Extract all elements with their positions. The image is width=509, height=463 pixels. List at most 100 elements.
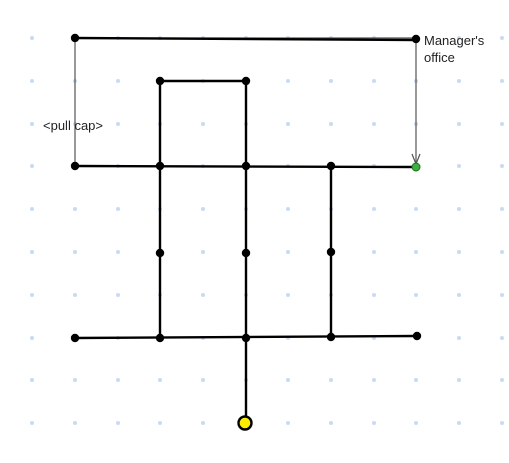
grid-dot xyxy=(500,207,504,211)
node[interactable] xyxy=(326,247,336,257)
grid-dot xyxy=(30,79,34,83)
grid-dot xyxy=(30,378,34,382)
grid-dot xyxy=(457,36,461,40)
grid-dot xyxy=(286,250,290,254)
grid-dot xyxy=(286,293,290,297)
node[interactable] xyxy=(241,161,251,171)
grid-dot xyxy=(116,378,120,382)
node[interactable] xyxy=(70,33,80,43)
grid-dot xyxy=(329,421,333,425)
grid-dot xyxy=(30,164,34,168)
grid-dot xyxy=(30,336,34,340)
grid-dot xyxy=(116,293,120,297)
grid-dot xyxy=(372,122,376,126)
grid-dot xyxy=(73,250,77,254)
grid-dot xyxy=(73,421,77,425)
grid-dot xyxy=(457,336,461,340)
node[interactable] xyxy=(155,76,165,86)
grid-dot xyxy=(116,250,120,254)
grid-dot xyxy=(500,36,504,40)
grid-dot xyxy=(201,293,205,297)
grid-dot xyxy=(372,250,376,254)
grid-dot xyxy=(201,250,205,254)
grid-dot xyxy=(414,207,418,211)
grid-dot xyxy=(372,378,376,382)
grid-dots xyxy=(30,36,504,425)
label-manager-office-line1: Manager's xyxy=(424,33,485,48)
grid-dot xyxy=(500,293,504,297)
grid-dot xyxy=(158,378,162,382)
grid-dot xyxy=(500,336,504,340)
nodes xyxy=(70,33,422,343)
node[interactable] xyxy=(241,76,251,86)
grid-dot xyxy=(457,207,461,211)
node[interactable] xyxy=(70,333,80,343)
wire-top-run xyxy=(73,36,418,42)
grid-dot xyxy=(457,79,461,83)
grid-dot xyxy=(30,36,34,40)
grid-dot xyxy=(201,421,205,425)
grid-dot xyxy=(372,293,376,297)
node[interactable] xyxy=(326,161,336,171)
grid-dot xyxy=(457,122,461,126)
node[interactable] xyxy=(326,332,336,342)
grid-dot xyxy=(500,378,504,382)
grid-dot xyxy=(116,207,120,211)
grid-dot xyxy=(329,122,333,126)
grid-dot xyxy=(30,250,34,254)
wires xyxy=(73,36,419,425)
label-manager-office-line2: office xyxy=(424,50,455,65)
grid-dot xyxy=(414,378,418,382)
grid-dot xyxy=(457,250,461,254)
node[interactable] xyxy=(412,331,422,341)
grid-dot xyxy=(201,207,205,211)
grid-dot xyxy=(414,250,418,254)
grid-dot xyxy=(286,378,290,382)
grid-dot xyxy=(30,293,34,297)
grid-dot xyxy=(329,79,333,83)
grid-dot xyxy=(30,122,34,126)
grid-dot xyxy=(73,293,77,297)
grid-dot xyxy=(372,421,376,425)
grid-dot xyxy=(158,421,162,425)
grid-dot xyxy=(457,164,461,168)
grid-dot xyxy=(500,164,504,168)
grid-dot xyxy=(414,421,418,425)
grid-dot xyxy=(286,79,290,83)
grid-dot xyxy=(286,421,290,425)
grid-dot xyxy=(201,378,205,382)
label-pull-cap: <pull cap> xyxy=(43,118,103,133)
node[interactable] xyxy=(155,333,165,343)
grid-dot xyxy=(414,293,418,297)
grid-dot xyxy=(116,79,120,83)
node[interactable] xyxy=(70,161,80,171)
grid-dot xyxy=(500,250,504,254)
start-point[interactable] xyxy=(237,415,253,431)
grid-dot xyxy=(30,207,34,211)
grid-dot xyxy=(329,378,333,382)
grid-dot xyxy=(73,207,77,211)
grid-dot xyxy=(201,122,205,126)
grid-dot xyxy=(372,207,376,211)
node[interactable] xyxy=(155,161,165,171)
grid-dot xyxy=(500,421,504,425)
node[interactable] xyxy=(155,248,165,258)
grid-dot xyxy=(457,421,461,425)
grid-dot xyxy=(116,122,120,126)
grid-dot xyxy=(500,122,504,126)
grid-dot xyxy=(457,293,461,297)
node[interactable] xyxy=(241,333,251,343)
manager-office-endpoint[interactable] xyxy=(411,162,421,172)
grid-dot xyxy=(73,378,77,382)
grid-dot xyxy=(286,122,290,126)
node[interactable] xyxy=(241,248,251,258)
pull-path xyxy=(74,37,421,166)
grid-dot xyxy=(286,207,290,211)
grid-dot xyxy=(372,79,376,83)
grid-dot xyxy=(30,421,34,425)
node[interactable] xyxy=(411,34,421,44)
grid-dot xyxy=(457,378,461,382)
grid-dot xyxy=(116,421,120,425)
